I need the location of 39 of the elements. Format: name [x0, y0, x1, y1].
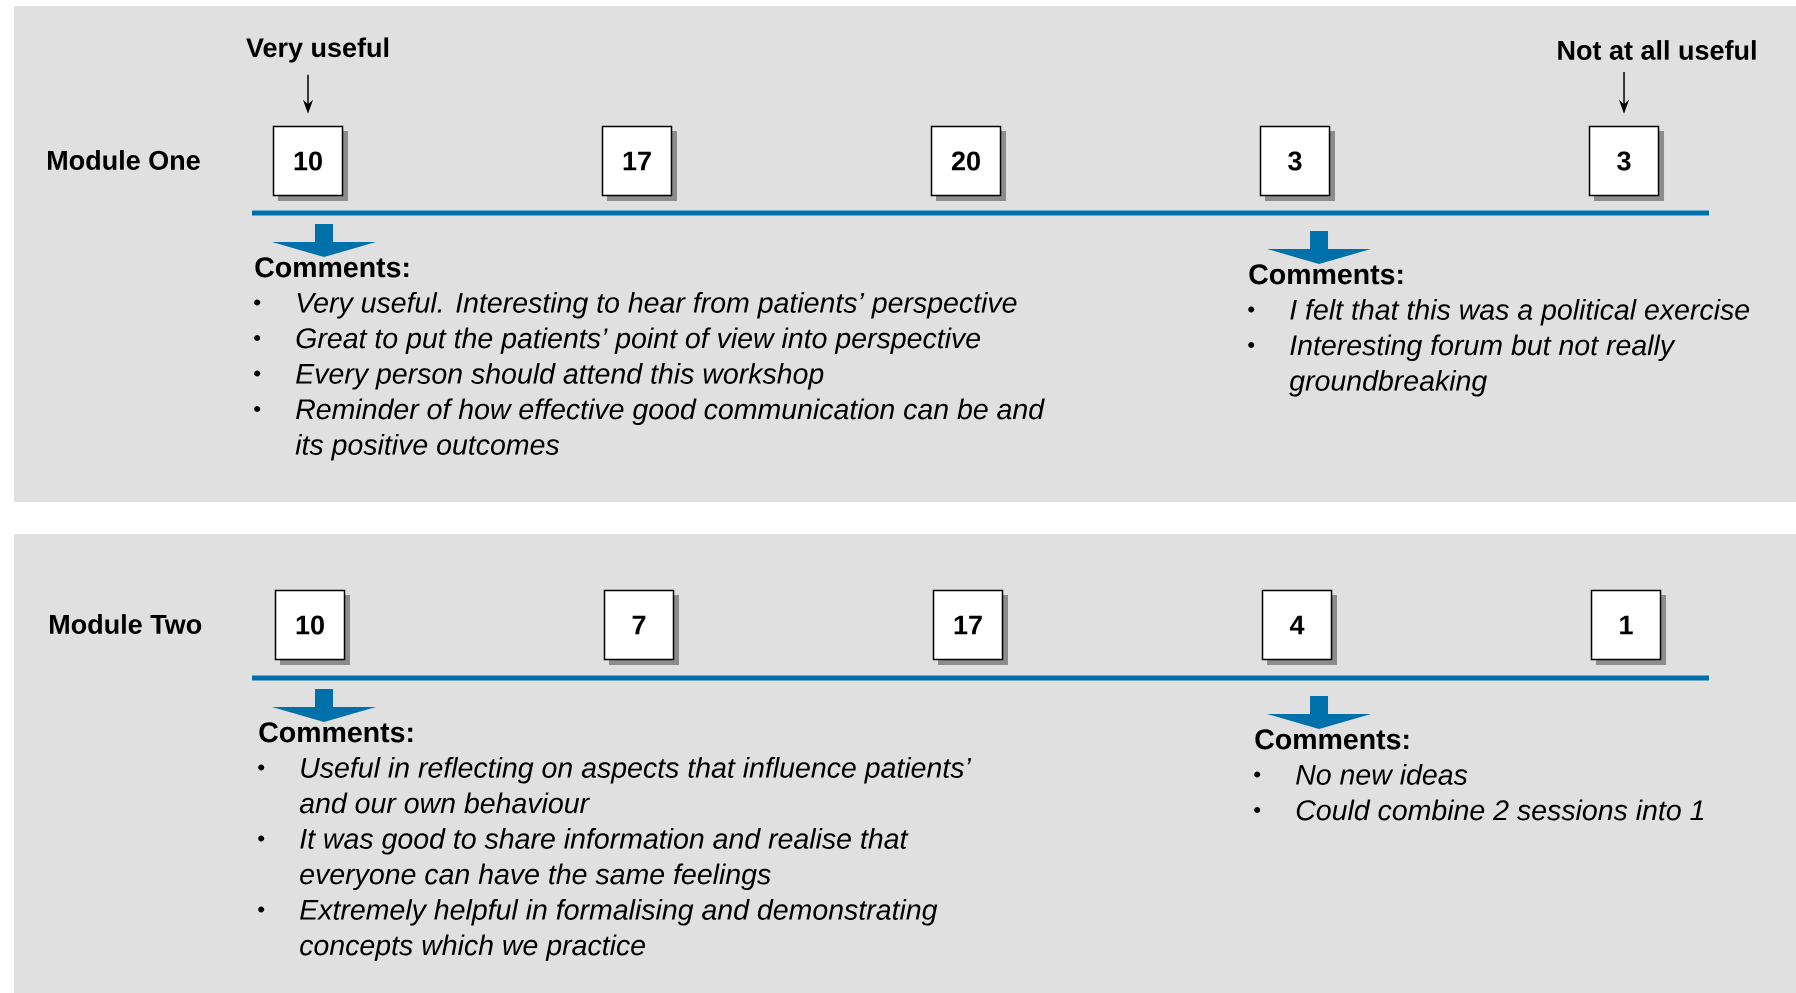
- block-arrow: [1267, 231, 1371, 264]
- node-label: I felt that this was a political exercise: [1290, 298, 1750, 326]
- comment-list: Comments: Useful in reflecting on aspects that influence patients’ and our own behaviour It was good to share information and realise that everyone can have the same feelings Extremely helpful in formalising and demonstrating concepts which we practice: [258, 722, 972, 962]
- comment-list: Comments: I felt that this was a political exercise Interesting forum but not really groundbreaking: [1248, 264, 1750, 397]
- node-label: It was good to share information and realise that everyone can have the same feelings: [300, 827, 909, 891]
- node-label: Great to put the patients’ point of view into perspective: [296, 327, 981, 355]
- node-label: Comments:: [255, 257, 409, 278]
- scale-label: Very useful: [246, 37, 389, 63]
- node-label: Comments:: [1255, 729, 1409, 750]
- node-label: Interesting forum but not really groundbreaking: [1289, 334, 1676, 397]
- node-label: Every person should attend this workshop: [296, 362, 824, 390]
- block-arrow: [272, 224, 376, 257]
- count-box: 1: [1590, 589, 1666, 665]
- count-box: 10: [274, 589, 350, 665]
- node-label: Comments:: [259, 722, 413, 743]
- count-box: 17: [601, 125, 677, 201]
- count-box: 4: [1261, 589, 1337, 665]
- comment-list: Comments: No new ideas Could combine 2 sessions into 1: [1254, 729, 1704, 821]
- count-box: 20: [930, 125, 1006, 201]
- count-box: 3: [1259, 125, 1335, 201]
- count-box: 10: [272, 125, 348, 201]
- scale-label: Not at all useful: [1558, 40, 1756, 60]
- node-label: Reminder of how effective good communication can be and its positive outcomes: [295, 398, 1045, 461]
- count-box: 17: [932, 589, 1008, 665]
- node-label: Extremely helpful in formalising and demonstrating concepts which we practice: [300, 898, 938, 962]
- comment-list: Comments: Very useful. Interesting to hear from patients’ perspective Great to put the patients’ point of view into perspective Every person should attend this workshop Reminder of how effective good communication can be and its positive outcomes: [254, 257, 1045, 461]
- node-label: Very useful. Interesting to hear from patients’ perspective: [297, 291, 1017, 319]
- module-label: Module Two: [50, 614, 202, 634]
- block-arrow: [1267, 696, 1371, 729]
- block-arrow: [272, 689, 376, 722]
- count-box: 3: [1588, 125, 1664, 201]
- panel: [14, 6, 1796, 502]
- node-label: Useful in reflecting on aspects that influence patients’ and our own behaviour: [299, 756, 972, 814]
- node-label: No new ideas: [1296, 763, 1468, 785]
- module-label: Module One: [48, 150, 200, 170]
- count-box: 7: [603, 589, 679, 665]
- panel: [14, 534, 1796, 993]
- node-label: Comments:: [1249, 264, 1403, 285]
- node-label: Could combine 2 sessions into 1: [1296, 799, 1704, 821]
